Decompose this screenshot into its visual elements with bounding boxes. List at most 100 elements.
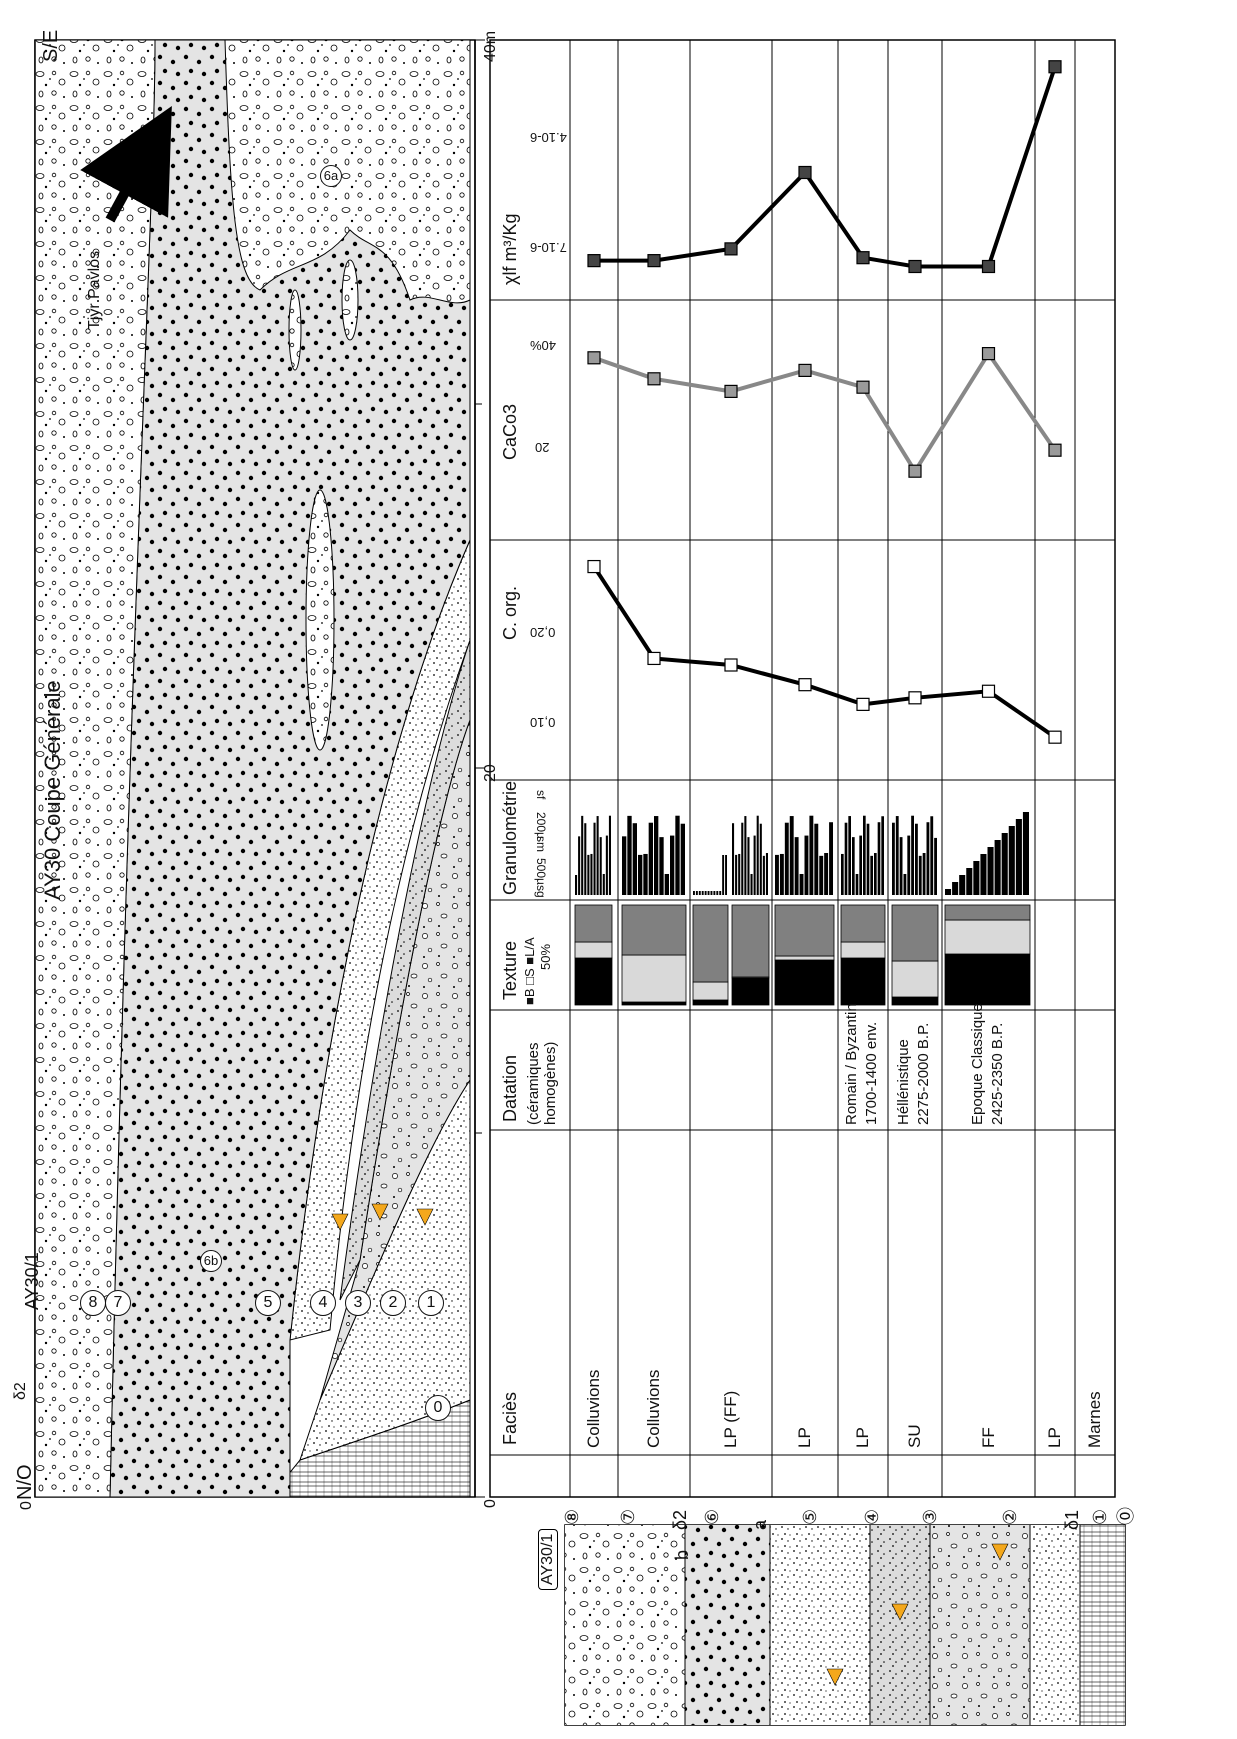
texture-bar-B (574, 957, 613, 1006)
granulo-bar (693, 891, 695, 895)
column-unit-label: ⑥ (702, 1508, 722, 1525)
granulo-bar (794, 837, 799, 895)
granulo-bar (704, 891, 707, 895)
flint-marker (991, 1543, 1009, 1561)
col-unit-0 (1080, 1525, 1125, 1725)
flint-marker (371, 1203, 389, 1221)
texture-bar-B (891, 996, 939, 1006)
unit-label: 1 (418, 1290, 444, 1316)
corg-point (981, 684, 996, 698)
granulo-bar (907, 835, 911, 895)
facies-cell: LP (1045, 1427, 1064, 1448)
granulo-bar (664, 873, 669, 895)
distance-ticks (475, 39, 485, 1498)
granulo-tick: 200µ (534, 812, 548, 839)
granulo-bar (819, 855, 824, 895)
texture-bar-B (731, 977, 770, 1006)
granulo-bar (863, 815, 866, 895)
granulo-bar (848, 816, 851, 895)
granulo-bar (799, 873, 804, 895)
corg-point (647, 651, 661, 666)
gravel-lens-3 (288, 289, 302, 371)
granulo-bar (922, 853, 926, 895)
datation-cell: Epoque Classique (968, 1003, 986, 1125)
granulo-bar (596, 816, 599, 895)
datation-cell: 2425-2350 B.P. (988, 1022, 1006, 1125)
granulo-bar (648, 822, 653, 895)
granulo-bar (654, 816, 659, 895)
column-unit-label: ③ (920, 1508, 940, 1525)
corg-tick-010: 0,10 (530, 715, 556, 730)
col-unit-6 (685, 1525, 770, 1725)
texture-bar-L/A (944, 904, 1031, 921)
unit-label: 8 (80, 1290, 106, 1316)
granulo-bar (829, 822, 833, 895)
granulo-bar (756, 815, 759, 895)
datation-cell: 1700-1400 env. (863, 1021, 880, 1125)
granulo-bar (581, 815, 584, 895)
granulo-bar (980, 854, 987, 895)
corg-point (908, 691, 922, 705)
texture-bar-L/A (891, 904, 939, 962)
texture-bar-B (692, 999, 729, 1006)
granulo-bar (680, 823, 685, 895)
header-corg: C. org. (500, 585, 520, 640)
granulo-bar (659, 837, 664, 895)
granulo-bar (874, 853, 877, 895)
facies-cell: Colluvions (644, 1369, 663, 1448)
column-unit-label: a (750, 1519, 770, 1530)
column-unit-label: δ2 (670, 1509, 690, 1530)
granulo-tick: sg (534, 885, 548, 898)
column-unit-label: ② (1000, 1508, 1020, 1525)
texture-bar-B (621, 1001, 687, 1006)
chi-point (647, 254, 661, 268)
granulo-bar (866, 823, 870, 895)
granulo-bar (750, 873, 753, 895)
granulo-bar (918, 855, 922, 895)
unit-6a (224, 39, 471, 304)
chi-curve (587, 60, 1062, 274)
section-title: AY30 Coupe Générale (40, 680, 65, 900)
cross-section (34, 39, 485, 1498)
granulo-bar (732, 823, 735, 895)
texture-bar-S (944, 919, 1031, 955)
corg-point (856, 697, 870, 711)
granulo-bar (608, 815, 611, 895)
granulo-bar (841, 853, 844, 895)
corg-tick-020: 0,20 (530, 625, 556, 640)
chi-point (856, 251, 870, 265)
chi-point (981, 259, 996, 274)
corg-curve (587, 559, 1062, 744)
granulo-bar (627, 815, 632, 895)
header-texture: Texture (500, 940, 520, 1000)
granulo-bar (747, 837, 750, 895)
granulo-bar (877, 822, 881, 895)
corg-point (798, 678, 812, 692)
column-label: AY30/1 (538, 1528, 558, 1590)
granulo-bar (722, 855, 725, 895)
granulo-bar (934, 837, 937, 895)
chi-point (908, 259, 922, 274)
granulo-bar (809, 815, 814, 895)
row-separators (569, 40, 1116, 1497)
texture-bar-L/A (621, 904, 687, 956)
caco3-point (587, 351, 601, 365)
caco3-tick-40: 40% (530, 338, 557, 353)
granulo-bar (759, 823, 762, 895)
arrow-label: Tjyr Pavlos (86, 250, 103, 330)
granulo-bar (852, 837, 855, 895)
caco3-point (908, 464, 922, 478)
dist-tick-20: 20 (482, 764, 499, 782)
column-unit-label: ⑤ (800, 1508, 820, 1525)
header-texture-legend: ■B □S ■L/A (522, 937, 537, 1005)
facies-cell: SU (905, 1424, 924, 1448)
granulo-bar (602, 873, 605, 895)
granulo-tick: 500µ (534, 858, 548, 885)
granulo-bar (930, 816, 934, 895)
facies-cell: LP (795, 1427, 814, 1448)
corg-point (724, 658, 738, 672)
chi-point (587, 254, 601, 268)
gravel-lens-2 (341, 259, 359, 341)
granulo-bar (952, 882, 959, 895)
unit-label: 5 (255, 1290, 281, 1316)
